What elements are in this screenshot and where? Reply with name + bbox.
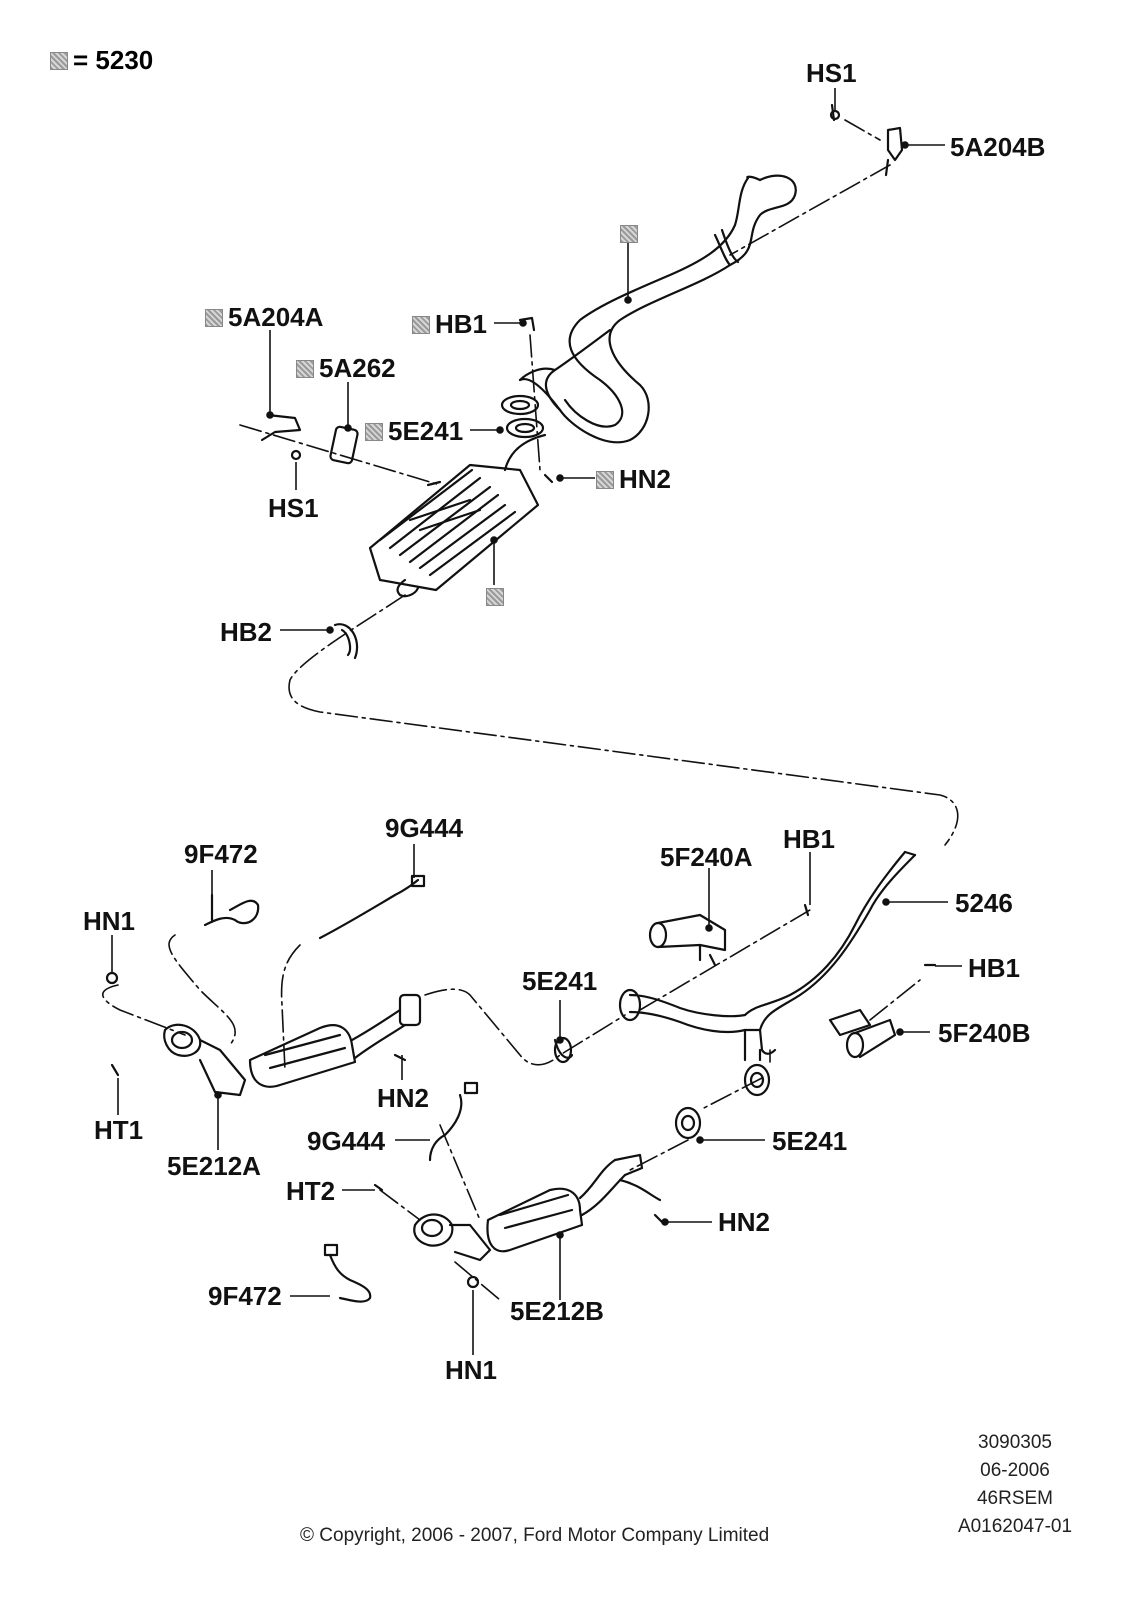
label-5246: 5246	[955, 888, 1013, 918]
hanger-5a204b	[829, 103, 904, 177]
catalytic-converter-5e212b	[413, 1153, 662, 1262]
footer-code: 3090305	[978, 1432, 1052, 1453]
label-hn1-b: HN1	[445, 1355, 498, 1385]
label-hb2: HB2	[220, 617, 273, 647]
footer-date: 06-2006	[980, 1460, 1050, 1481]
tailpipe-assembly	[518, 174, 797, 444]
label-hb1-top: HB1	[412, 311, 487, 337]
label-5a262: 5A262	[296, 355, 396, 381]
muffler	[368, 433, 547, 598]
legend-code: 5230	[95, 45, 154, 75]
label-9f472-a: 9F472	[184, 839, 258, 869]
hanger-5a204a	[260, 413, 302, 442]
footer-model: 46RSEM	[976, 1488, 1054, 1509]
legend: = 5230	[50, 45, 153, 76]
bracket-5f240a	[648, 913, 727, 967]
legend-equals: =	[73, 45, 89, 75]
label-hn2-top: HN2	[596, 466, 671, 492]
hatch-icon	[412, 316, 430, 334]
label-5a204b: 5A204B	[950, 132, 1046, 162]
footer-ref: A0162047-01	[957, 1516, 1073, 1537]
label-hb1-right: HB1	[968, 953, 1021, 983]
clamp-hb2	[333, 623, 359, 660]
label-ht1: HT1	[94, 1115, 144, 1145]
label-9f472-b: 9F472	[208, 1281, 282, 1311]
catalytic-converter-5e212a	[163, 993, 422, 1097]
hatch-swatch-icon	[50, 52, 68, 70]
bracket-5f240b	[828, 1008, 897, 1059]
label-9g444-a: 9G444	[385, 813, 464, 843]
hatch-icon	[296, 360, 314, 378]
label-5e212a: 5E212A	[167, 1151, 261, 1181]
hatch-icon	[365, 423, 383, 441]
label-5e241-mid: 5E241	[522, 966, 598, 996]
label-hs1-top: HS1	[806, 58, 857, 88]
label-5a204a: 5A204A	[205, 304, 323, 330]
label-ht2: HT2	[286, 1176, 336, 1206]
label-hn2-mid: HN2	[377, 1083, 430, 1113]
hatch-icon	[205, 309, 223, 327]
hatch-icon	[596, 471, 614, 489]
y-pipe-5246	[618, 850, 917, 1062]
hatch-marker-tailpipe-icon	[620, 225, 638, 243]
hatch-marker-muffler-icon	[486, 588, 504, 606]
label-hn1-a: HN1	[83, 906, 136, 936]
gaskets-top	[500, 316, 554, 484]
oxygen-sensors	[203, 874, 479, 1303]
gaskets-lower	[553, 1036, 771, 1140]
hardware	[105, 903, 937, 1289]
copyright: © Copyright, 2006 - 2007, Ford Motor Com…	[300, 1525, 770, 1546]
label-hn2-low: HN2	[718, 1207, 771, 1237]
label-5e241-low: 5E241	[772, 1126, 848, 1156]
label-9g444-b: 9G444	[307, 1126, 386, 1156]
label-hb1-mid: HB1	[783, 824, 836, 854]
label-hs1-mid: HS1	[268, 493, 319, 523]
label-5e241-top: 5E241	[365, 418, 463, 444]
label-5f240a: 5F240A	[660, 842, 753, 872]
label-5f240b: 5F240B	[938, 1018, 1031, 1048]
label-5e212b: 5E212B	[510, 1296, 604, 1326]
insulator-5a262	[329, 425, 359, 465]
